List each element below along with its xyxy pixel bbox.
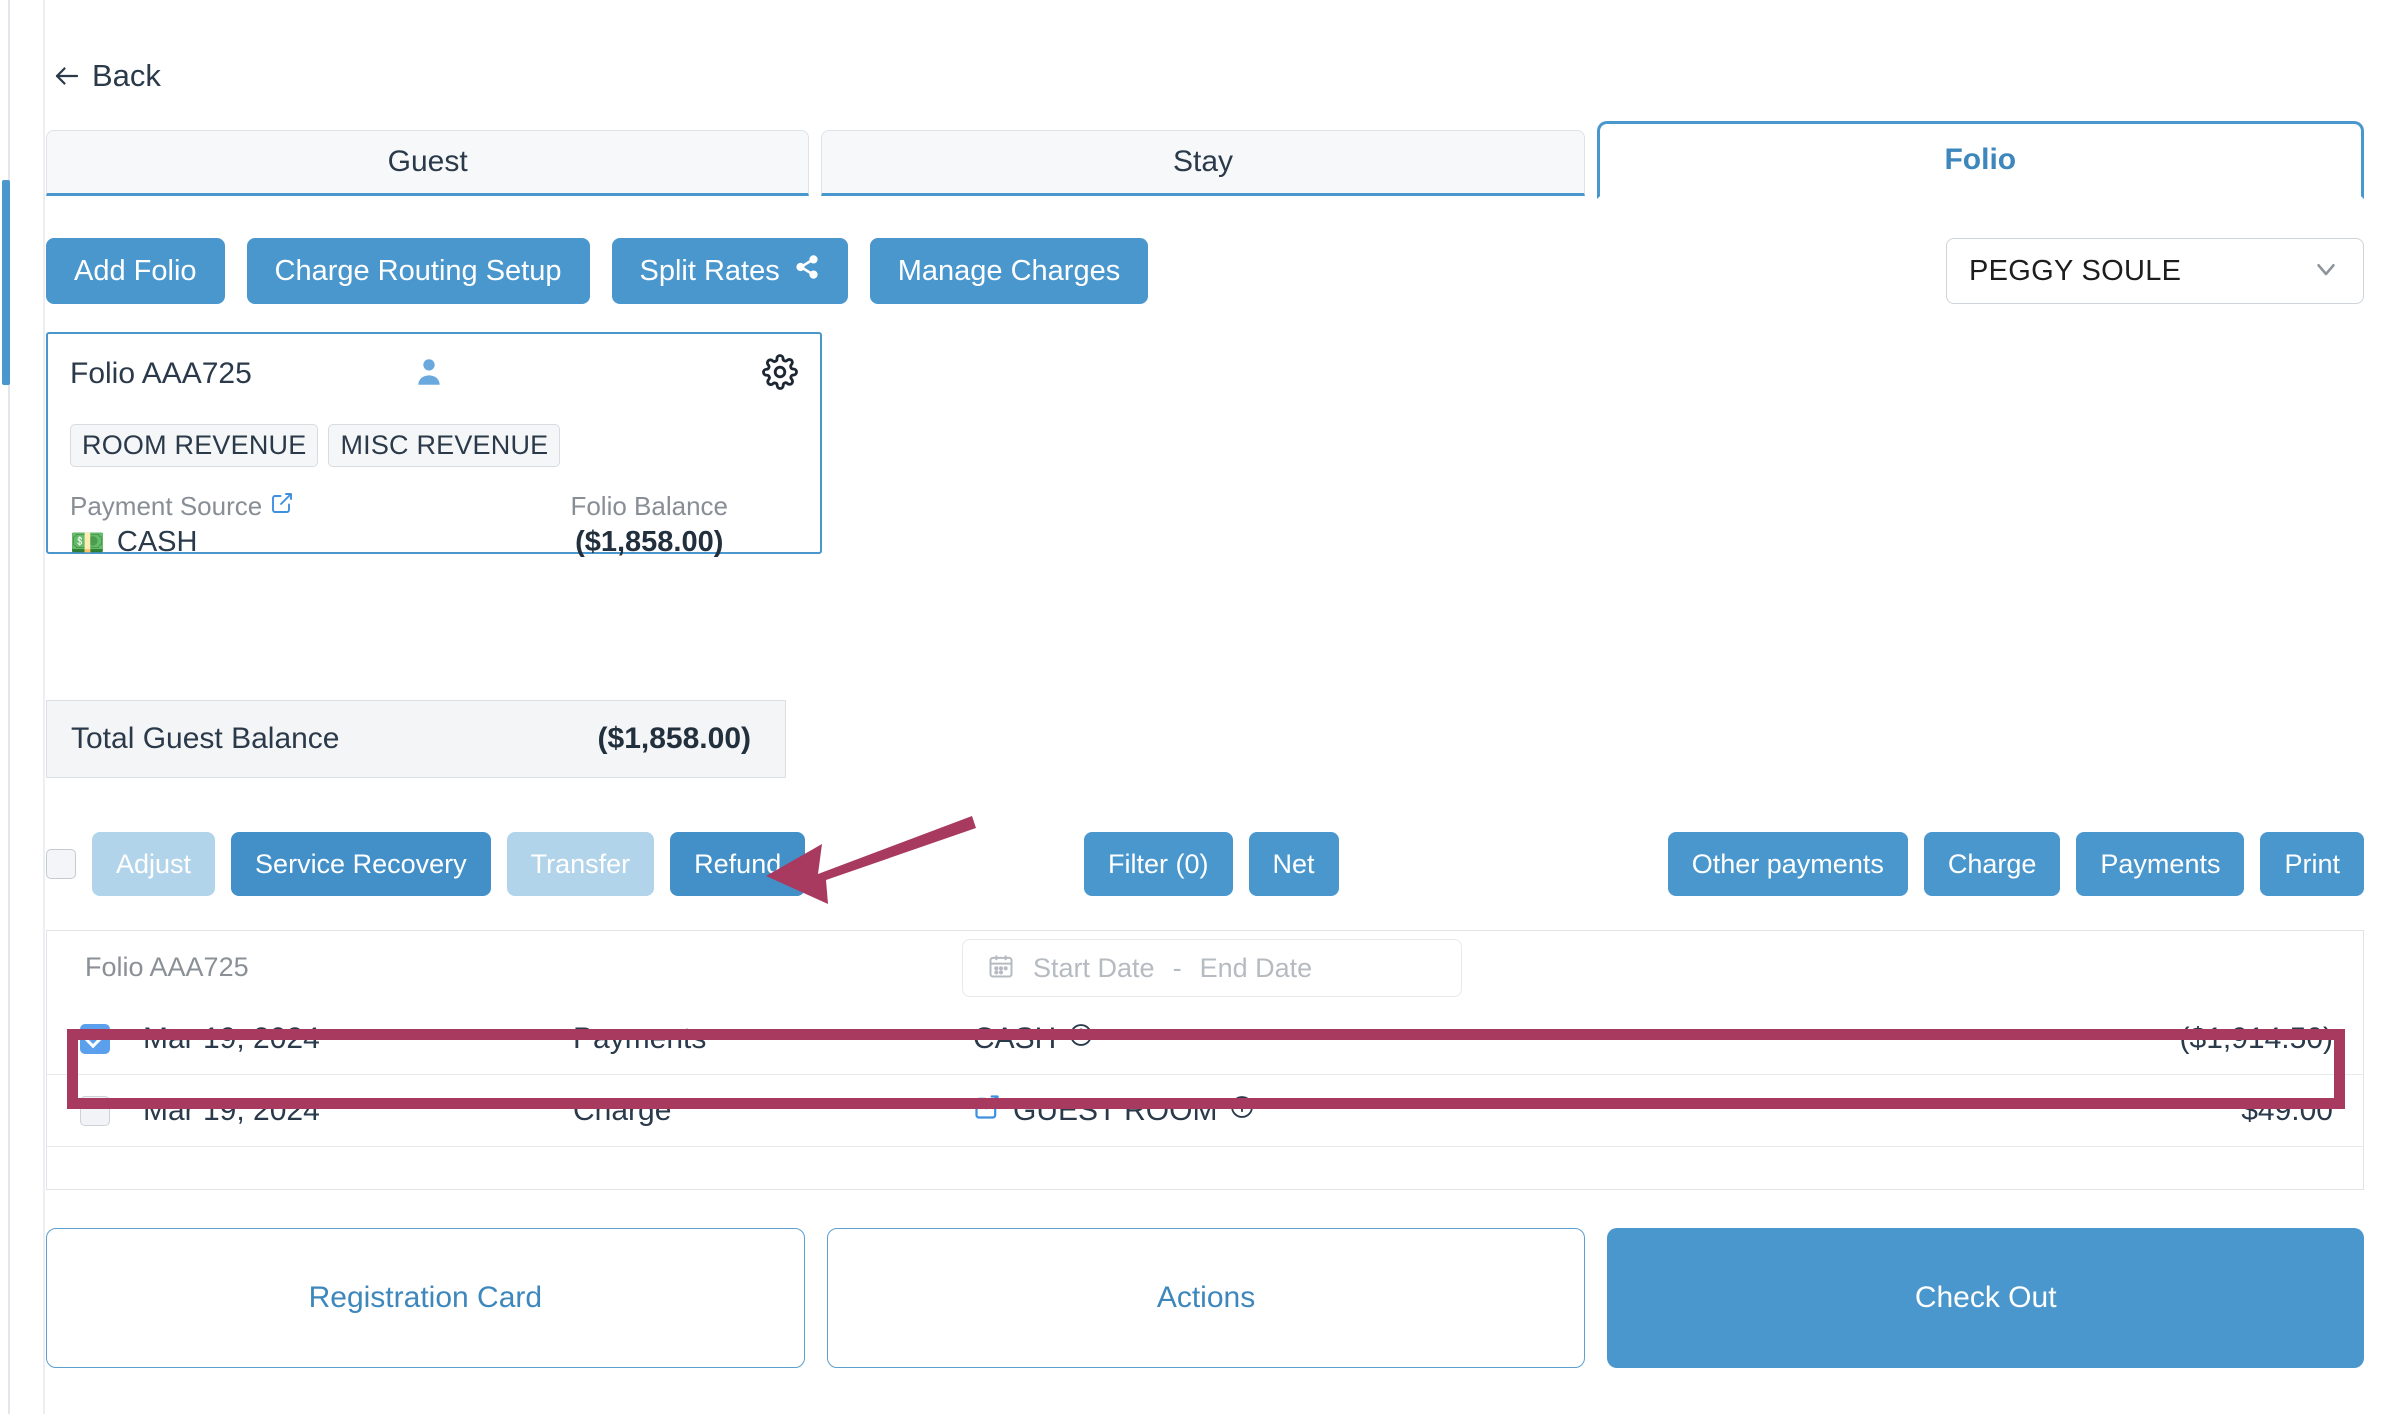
service-recovery-button[interactable]: Service Recovery (231, 832, 491, 896)
total-guest-balance-label: Total Guest Balance (71, 722, 340, 755)
date-range-separator: - (1172, 952, 1182, 983)
toolbar-mid-group: Filter (0) Net (1084, 832, 1339, 896)
registration-card-button[interactable]: Registration Card (46, 1228, 805, 1368)
start-date-input[interactable]: Start Date (1033, 952, 1155, 983)
row-checkbox-cell (47, 1023, 143, 1054)
net-button[interactable]: Net (1248, 832, 1339, 896)
table-row[interactable]: Mar 19, 2024 Payments CASH ($1,914.50) (47, 1003, 2363, 1075)
tab-folio[interactable]: Folio (1596, 121, 2364, 199)
row-checkbox[interactable] (80, 1023, 110, 1054)
other-payments-button[interactable]: Other payments (1667, 832, 1908, 896)
arrow-left-icon (52, 61, 82, 91)
folio-card-header: Folio AAA725 (70, 350, 798, 398)
share-icon (794, 254, 820, 288)
person-icon[interactable] (412, 355, 446, 394)
select-all-checkbox[interactable] (46, 849, 76, 879)
row-description-cell: GUEST ROOM (973, 1093, 2033, 1129)
total-guest-balance-value: ($1,858.00) (597, 722, 751, 755)
row-amount: ($1,914.50) (2179, 1021, 2333, 1055)
manage-charges-button[interactable]: Manage Charges (869, 238, 1149, 304)
chevron-down-icon (2311, 254, 2341, 289)
payments-button[interactable]: Payments (2076, 832, 2245, 896)
left-scroll-accent[interactable] (2, 180, 10, 385)
row-type: Charge (573, 1093, 672, 1127)
table-header: Folio AAA725 Start Date - End Date (47, 931, 2363, 1003)
folio-balance-label: Folio Balance (570, 491, 728, 521)
calendar-icon (987, 952, 1015, 985)
adjust-button[interactable]: Adjust (92, 832, 216, 896)
table-row[interactable]: Mar 19, 2024 Charge GUEST ROOM $49.00 (47, 1075, 2363, 1147)
folio-row-toolbar: Adjust Service Recovery Transfer Refund … (46, 832, 2364, 904)
folio-transactions-panel: Folio AAA725 Start Date - End Date (46, 930, 2364, 1190)
tab-bar: Guest Stay Folio (46, 121, 2364, 199)
folio-actions-toolbar: Add Folio Charge Routing Setup Split Rat… (46, 238, 1149, 304)
folio-card-footer: Payment Source 💵 CASH Folio Balance ($1,… (70, 491, 798, 559)
left-rail-divider (8, 0, 10, 1414)
row-description: GUEST ROOM (1013, 1093, 1218, 1127)
info-icon[interactable] (1068, 1022, 1094, 1056)
info-icon[interactable] (1229, 1094, 1255, 1128)
left-rail-divider-secondary (43, 0, 45, 1414)
badge-room-revenue[interactable]: ROOM REVENUE (70, 424, 319, 467)
split-rates-label: Split Rates (639, 254, 780, 287)
tab-guest[interactable]: Guest (46, 130, 810, 196)
row-type: Payments (573, 1021, 707, 1055)
footer-actions: Registration Card Actions Check Out (46, 1228, 2365, 1368)
filter-button[interactable]: Filter (0) (1084, 832, 1233, 896)
end-date-input[interactable]: End Date (1199, 952, 1313, 983)
check-out-button[interactable]: Check Out (1607, 1228, 2365, 1368)
payment-source-label: Payment Source (70, 491, 263, 521)
payment-source-value-row: 💵 CASH (70, 526, 294, 559)
row-date: Mar 19, 2024 (143, 1093, 320, 1127)
folio-balance: Folio Balance ($1,858.00) (570, 491, 798, 559)
actions-button[interactable]: Actions (826, 1228, 1586, 1368)
row-description-cell: CASH (973, 1022, 2033, 1056)
split-rates-button[interactable]: Split Rates (611, 238, 848, 304)
payment-source-value: CASH (116, 526, 198, 558)
tab-stay[interactable]: Stay (821, 130, 1585, 196)
guest-select-value: PEGGY SOULE (1969, 254, 2182, 287)
badge-misc-revenue[interactable]: MISC REVENUE (328, 424, 561, 467)
guest-select[interactable]: PEGGY SOULE (1946, 238, 2364, 304)
date-range-picker[interactable]: Start Date - End Date (962, 939, 1462, 997)
refund-button[interactable]: Refund (670, 832, 806, 896)
add-folio-button[interactable]: Add Folio (46, 238, 225, 304)
back-button[interactable]: Back (52, 58, 161, 94)
edit-pencil-icon[interactable] (973, 1093, 1001, 1129)
print-button[interactable]: Print (2260, 832, 2364, 896)
payment-source: Payment Source 💵 CASH (70, 491, 294, 559)
row-checkbox-cell (47, 1095, 143, 1126)
transfer-button[interactable]: Transfer (506, 832, 655, 896)
toolbar-right-group: Other payments Charge Payments Print (1667, 832, 2364, 896)
toolbar-left-group: Adjust Service Recovery Transfer Refund (46, 832, 806, 896)
charge-routing-setup-button[interactable]: Charge Routing Setup (246, 238, 590, 304)
row-description: CASH (973, 1021, 1057, 1055)
payment-source-label-row: Payment Source (70, 491, 294, 522)
row-amount: $49.00 (2241, 1093, 2333, 1127)
row-checkbox[interactable] (80, 1095, 110, 1126)
back-label: Back (92, 58, 161, 93)
revenue-badges: ROOM REVENUE MISC REVENUE (70, 424, 798, 467)
row-date: Mar 19, 2024 (143, 1021, 320, 1055)
folio-card[interactable]: Folio AAA725 ROOM REVENUE MISC REVENUE P… (46, 332, 822, 558)
money-banknote-icon: 💵 (70, 526, 105, 558)
folio-card-title: Folio AAA725 (70, 357, 252, 390)
total-guest-balance: Total Guest Balance ($1,858.00) (46, 700, 786, 778)
charge-button[interactable]: Charge (1923, 832, 2061, 896)
table-title: Folio AAA725 (85, 951, 249, 982)
edit-pencil-icon[interactable] (270, 491, 294, 522)
gear-icon[interactable] (762, 353, 798, 395)
folio-balance-value: ($1,858.00) (575, 526, 724, 558)
